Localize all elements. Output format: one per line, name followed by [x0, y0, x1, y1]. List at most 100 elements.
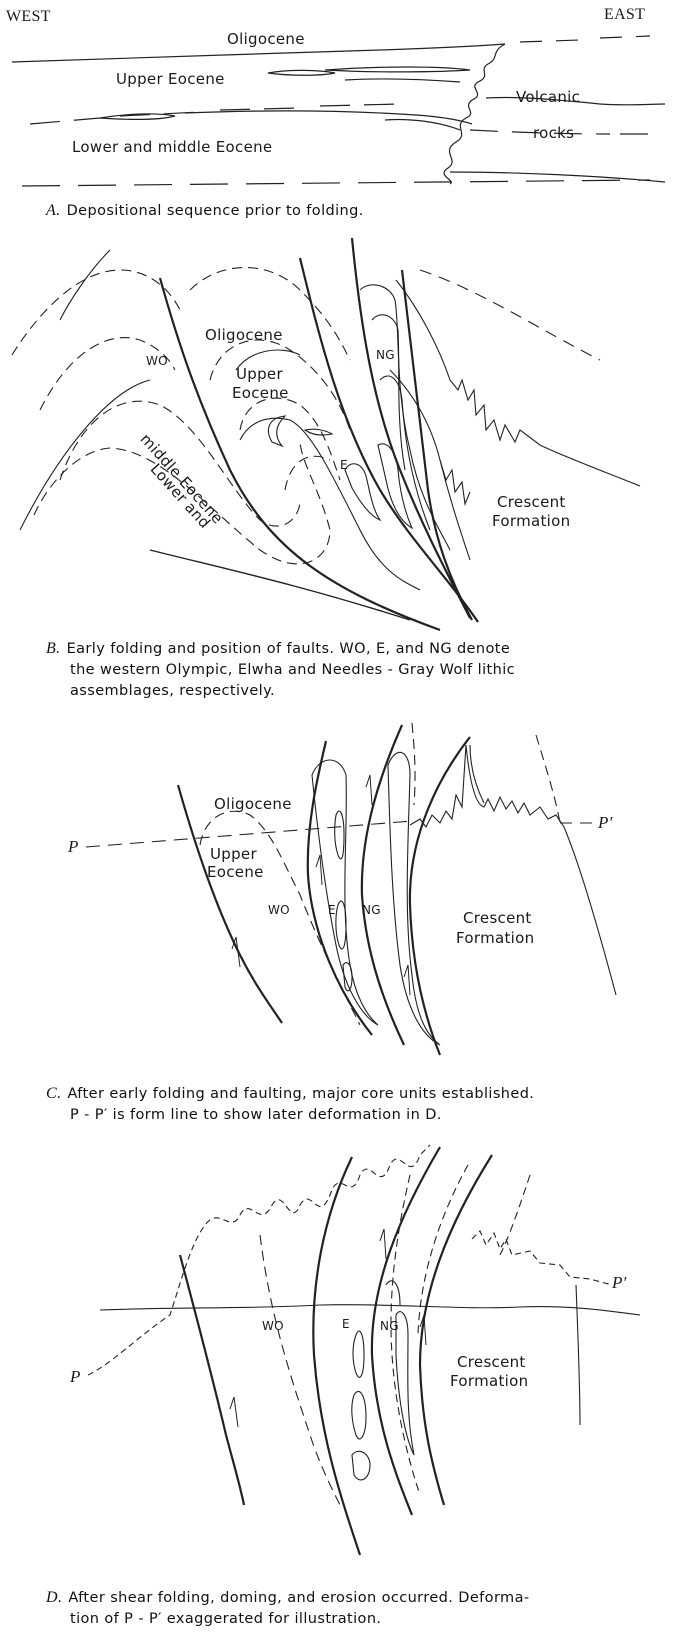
lens-1: [268, 70, 335, 75]
e-lens-a: [335, 811, 344, 859]
ng-label: NG: [376, 348, 395, 362]
fold-outline-1: [12, 270, 180, 355]
fault-4: [420, 1155, 492, 1505]
fault-1: [180, 1255, 244, 1505]
east-label: EAST: [604, 6, 645, 24]
upper-label: Upper: [210, 845, 257, 863]
eocene-label: Eocene: [207, 863, 264, 881]
shear-arrow-1: [230, 1397, 238, 1427]
caption-c-line1: C. After early folding and faulting, majo…: [46, 1083, 534, 1105]
shear-arrow-3: [366, 775, 372, 805]
caption-b: B. Early folding and position of faults. …: [46, 638, 515, 702]
fold-outline-8: [285, 456, 330, 490]
crescent-contact: [396, 280, 640, 486]
caption-b-line3: assemblages, respectively.: [46, 681, 515, 702]
rocks-label: rocks: [533, 124, 574, 142]
e-label: E: [340, 458, 348, 472]
lens-4: [100, 114, 175, 119]
formation-label: Formation: [492, 512, 570, 530]
caption-b-letter: B.: [46, 640, 61, 657]
lens-3: [345, 79, 460, 82]
fold-trace-1: [260, 1235, 340, 1505]
caption-b-line2: the western Olympic, Elwha and Needles -…: [46, 660, 515, 681]
formation-label: Formation: [456, 929, 534, 947]
e-lens-1: [268, 416, 285, 446]
fault-3: [352, 238, 470, 618]
ng-core: [396, 1312, 414, 1455]
caption-c-letter: C.: [46, 1085, 61, 1102]
e-lens-c: [343, 963, 352, 991]
fault-3: [362, 725, 404, 1045]
volcanic-label: Volcanic: [516, 88, 580, 106]
lower-eocene-top-dash: [30, 104, 400, 124]
ng-label: NG: [380, 1319, 399, 1333]
e-core-2: [352, 1391, 366, 1439]
lens-2: [325, 67, 470, 72]
p-label: P: [68, 837, 79, 857]
caption-d-line1: D. After shear folding, doming, and erosi…: [46, 1587, 530, 1609]
p-p-prime-right: [472, 1231, 612, 1285]
oligocene-top-dash: [520, 36, 650, 42]
caption-d-line2: tion of P - P′ exaggerated for illustrat…: [46, 1609, 530, 1630]
volcanic-contact: [444, 44, 505, 184]
wo-label: WO: [268, 903, 290, 917]
fault-4: [410, 737, 470, 1055]
wo-label: WO: [146, 354, 168, 368]
crescent-label: Crescent: [497, 493, 566, 511]
caption-c-text-1: After early folding and faulting, major …: [67, 1086, 534, 1102]
fault-1: [178, 785, 282, 1023]
shear-arrow-2: [380, 1229, 386, 1259]
panel-b: Oligocene Upper Eocene WO NG E Lower and…: [0, 230, 682, 710]
shear-arrow-2: [316, 855, 322, 885]
caption-a-letter: A.: [46, 202, 61, 219]
lower-eocene-base-dash: [22, 180, 650, 186]
lens-6: [385, 119, 460, 130]
upper-eocene-label: Upper Eocene: [116, 70, 225, 88]
panel-d-sketch: [0, 1135, 682, 1555]
caption-a-text: Depositional sequence prior to folding.: [67, 203, 364, 219]
lower-middle-eocene-label: Lower and middle Eocene: [72, 138, 272, 156]
caption-c: C. After early folding and faulting, majo…: [46, 1083, 534, 1126]
eocene-label: Eocene: [232, 384, 289, 402]
p-p-prime-line: [86, 821, 412, 847]
crescent-label: Crescent: [463, 909, 532, 927]
oligocene-label: Oligocene: [227, 30, 305, 48]
erosion-surface: [100, 1305, 640, 1315]
fold-outline-5: [190, 268, 350, 361]
panel-a: WEST EAST Oligocene Upper Eocene Volcani…: [0, 0, 682, 230]
caption-b-line1: B. Early folding and position of faults. …: [46, 638, 515, 660]
west-label: WEST: [6, 8, 51, 26]
formation-label: Formation: [450, 1372, 528, 1390]
upper-label: Upper: [236, 365, 283, 383]
wo-label: WO: [262, 1319, 284, 1333]
panel-c-sketch: [0, 715, 682, 1055]
e-label: E: [342, 1317, 350, 1331]
p-label: P: [70, 1367, 81, 1387]
e-lens-2: [305, 429, 332, 435]
fold-outline-2: [40, 338, 175, 410]
caption-d: D. After shear folding, doming, and erosi…: [46, 1587, 530, 1630]
caption-d-letter: D.: [46, 1589, 62, 1606]
panel-d: P P′ WO E NG Crescent Formation D.After …: [0, 1135, 682, 1646]
caption-c-line2: P - P′ is form line to show later deform…: [46, 1105, 534, 1126]
crescent-contact: [576, 1285, 580, 1425]
p-prime-label: P′: [612, 1273, 627, 1293]
layer-line-1: [20, 380, 150, 530]
crescent-dash: [420, 270, 600, 360]
p-prime-label: P′: [598, 813, 613, 833]
crescent-inner-2: [440, 460, 470, 504]
oligocene-label: Oligocene: [205, 326, 283, 344]
ng-dash-top: [412, 723, 415, 805]
oligocene-label: Oligocene: [214, 795, 292, 813]
crescent-top-line: [470, 745, 484, 803]
fold-outline-7: [240, 398, 340, 480]
e-label: E: [328, 903, 336, 917]
layer-line-2: [60, 250, 110, 320]
e-core-3: [352, 1451, 370, 1480]
caption-b-text-1: Early folding and position of faults. WO…: [67, 641, 511, 657]
e-core-1: [353, 1331, 364, 1377]
caption-d-text-1: After shear folding, doming, and erosion…: [68, 1590, 529, 1606]
fold-trace-4: [500, 1175, 530, 1255]
panel-b-sketch: [0, 230, 682, 630]
fold-trace-2: [391, 1175, 420, 1495]
